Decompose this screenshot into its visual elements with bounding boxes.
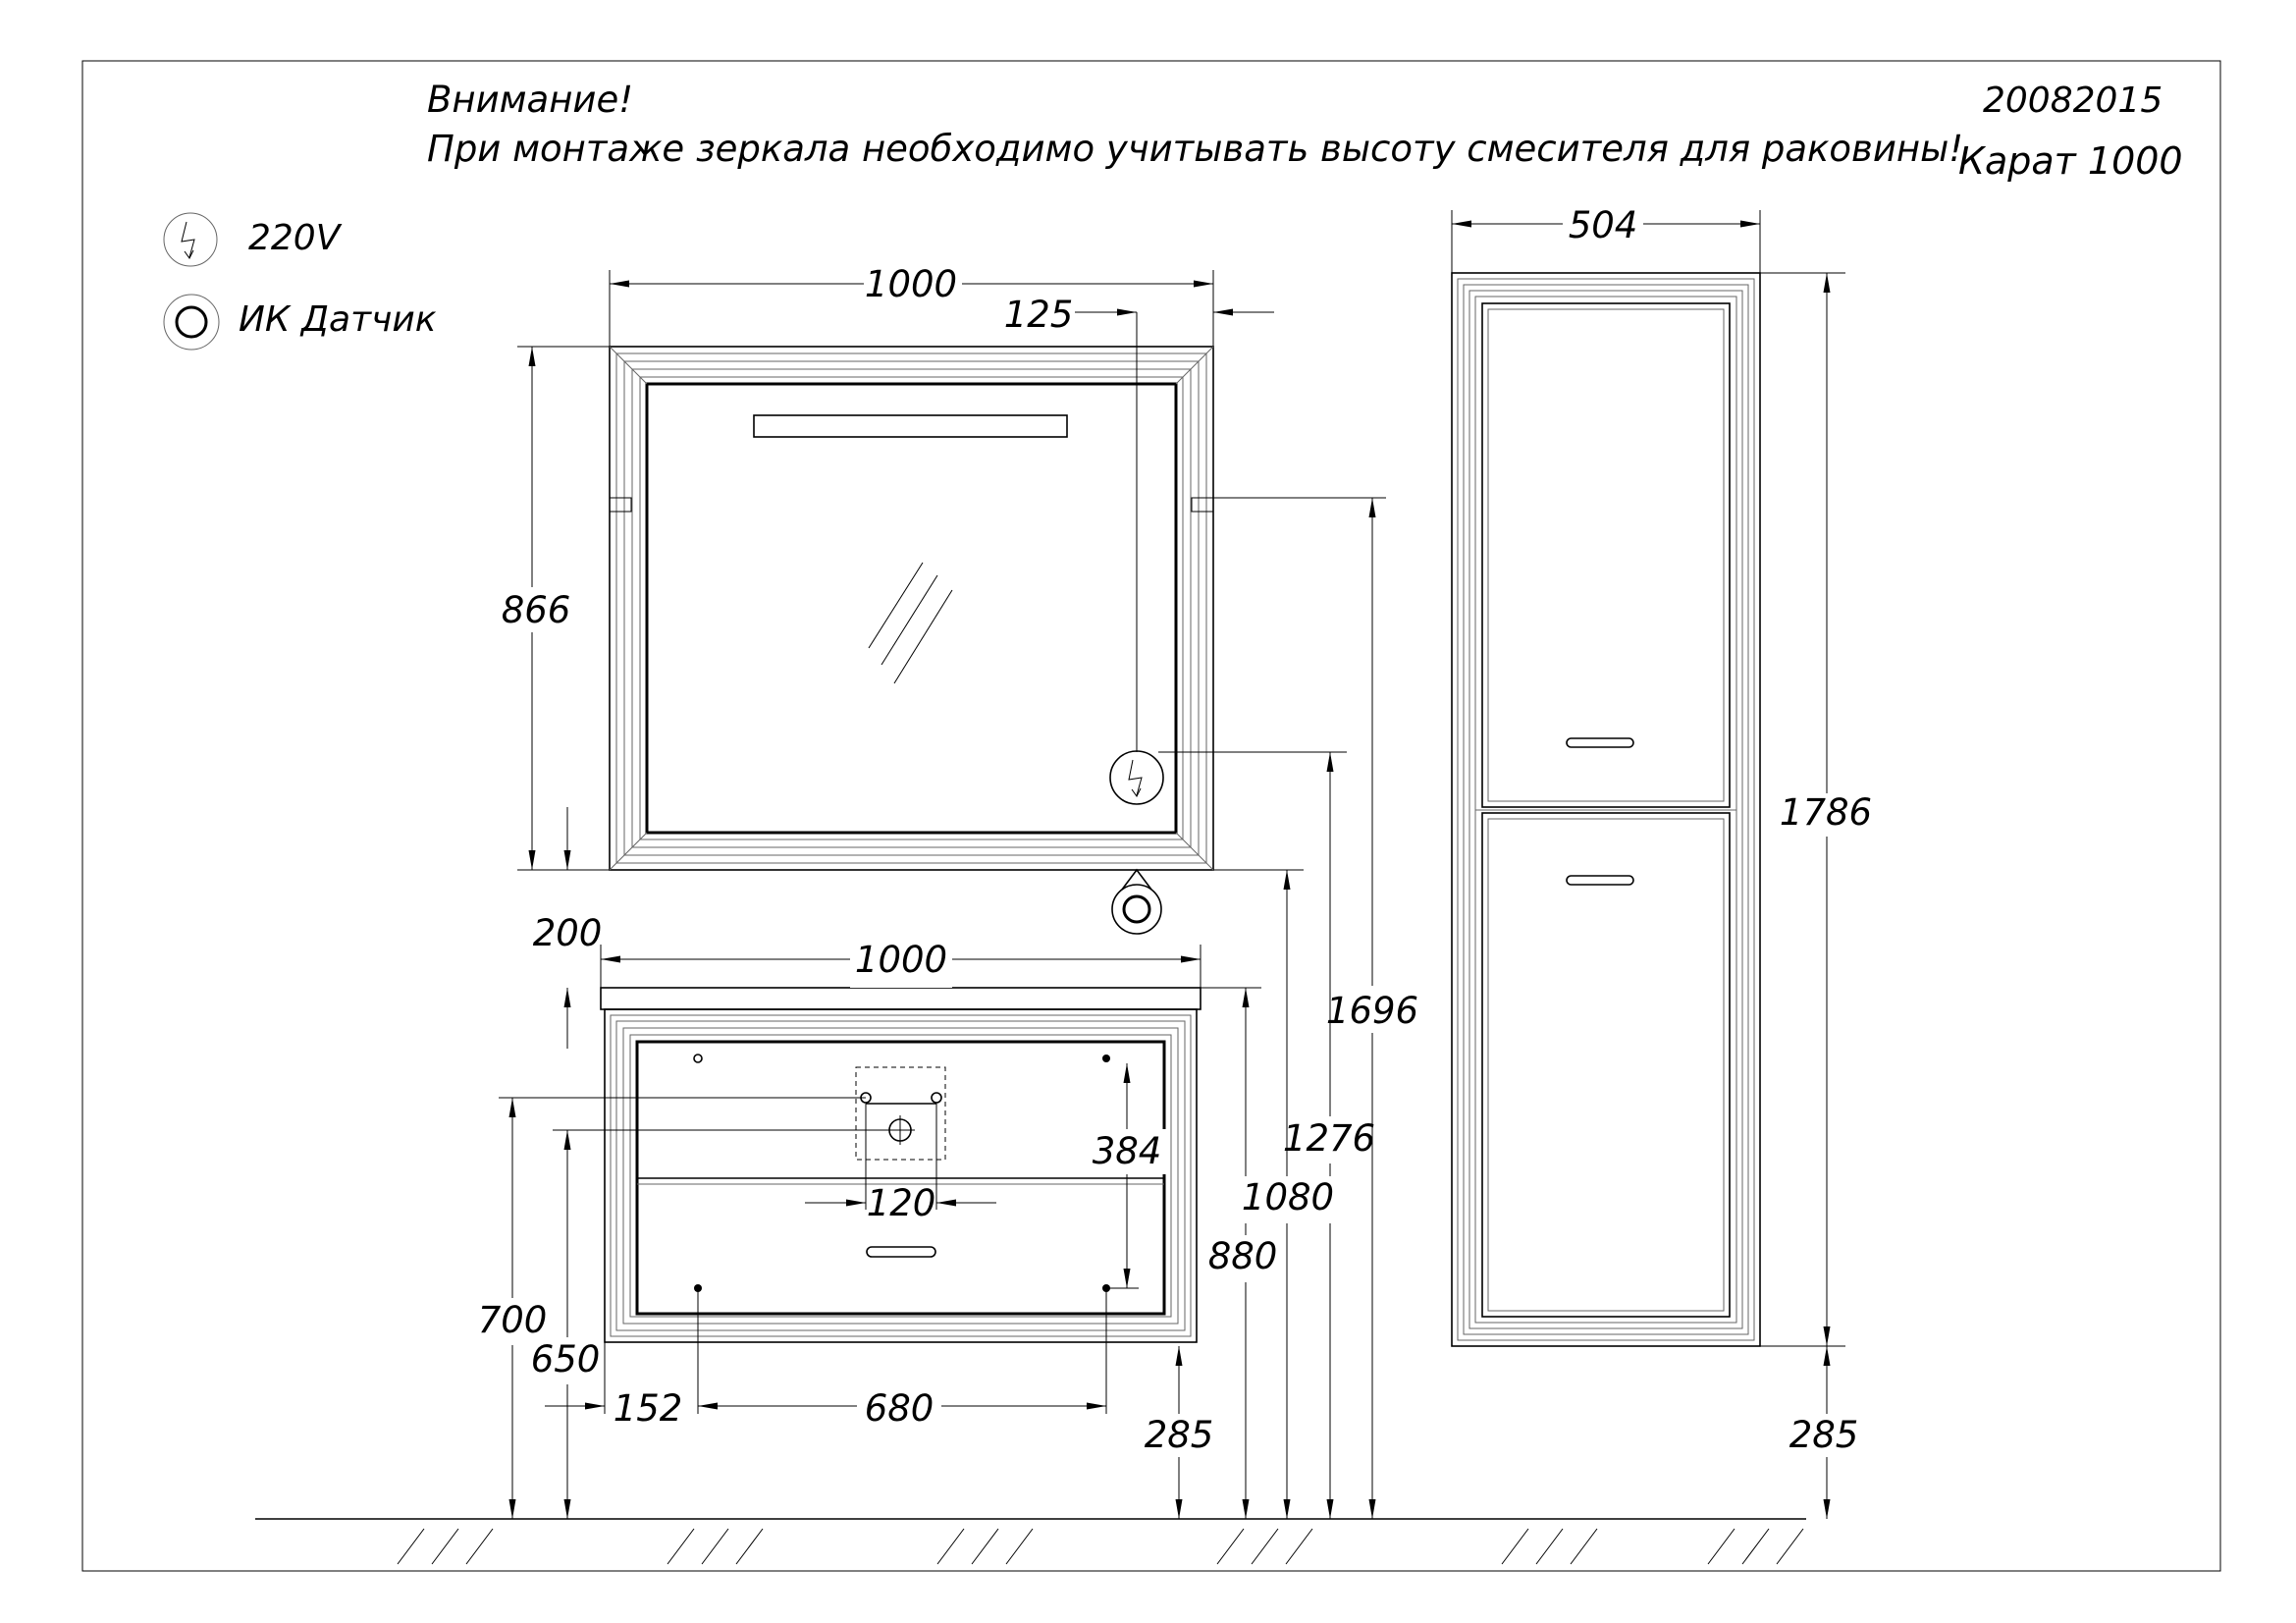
- dim-mirror-side-offset: 125: [1004, 294, 1074, 336]
- warning-text: При монтаже зеркала необходимо учитывать…: [427, 128, 1964, 170]
- lightning-icon: [163, 212, 218, 267]
- floor-line: [255, 1518, 1806, 1565]
- dim-mirror-switch-height: 1276: [1283, 1117, 1375, 1160]
- dim-mirror-top-mount-height: 1696: [1326, 990, 1418, 1032]
- mirror-ir-sensor-icon: [1111, 868, 1162, 935]
- dim-faucet-hole-height: 384: [1093, 1130, 1162, 1172]
- legend-ir-sensor-label: ИК Датчик: [239, 299, 437, 340]
- dim-vanity-depth: 200: [533, 912, 603, 954]
- dim-vanity-width: 1000: [855, 939, 947, 981]
- dim-vanity-top-height: 880: [1208, 1235, 1278, 1277]
- document-code: 20082015: [1983, 81, 2163, 121]
- model-name: Карат 1000: [1958, 139, 2183, 183]
- dim-mirror-bottom-height: 1080: [1242, 1176, 1334, 1218]
- dim-mirror-width: 1000: [865, 263, 957, 305]
- legend-power-label: 220V: [248, 218, 341, 258]
- dim-cabinet-width: 504: [1569, 204, 1638, 246]
- dim-mirror-height: 866: [502, 589, 571, 631]
- vanity: [600, 987, 1201, 1343]
- dim-outlet-height: 700: [478, 1299, 548, 1341]
- dim-cabinet-height: 1786: [1780, 791, 1872, 834]
- ir-sensor-icon: [163, 294, 220, 351]
- mirror: [609, 346, 1214, 871]
- dim-drain-spacing: 120: [867, 1182, 936, 1224]
- dim-vanity-floor-clearance: 285: [1145, 1414, 1214, 1456]
- tall-cabinet: [1451, 272, 1761, 1347]
- mirror-switch-lightning-icon: [1109, 750, 1164, 805]
- mirror-led-strip: [753, 414, 1068, 438]
- warning-title: Внимание!: [427, 79, 634, 121]
- dim-drain-height: 650: [531, 1338, 601, 1380]
- dim-mount-offset: 152: [614, 1387, 683, 1430]
- dim-mount-spacing: 680: [865, 1387, 934, 1430]
- dim-cabinet-floor-clearance: 285: [1789, 1414, 1859, 1456]
- drawing-border: [81, 60, 2221, 1572]
